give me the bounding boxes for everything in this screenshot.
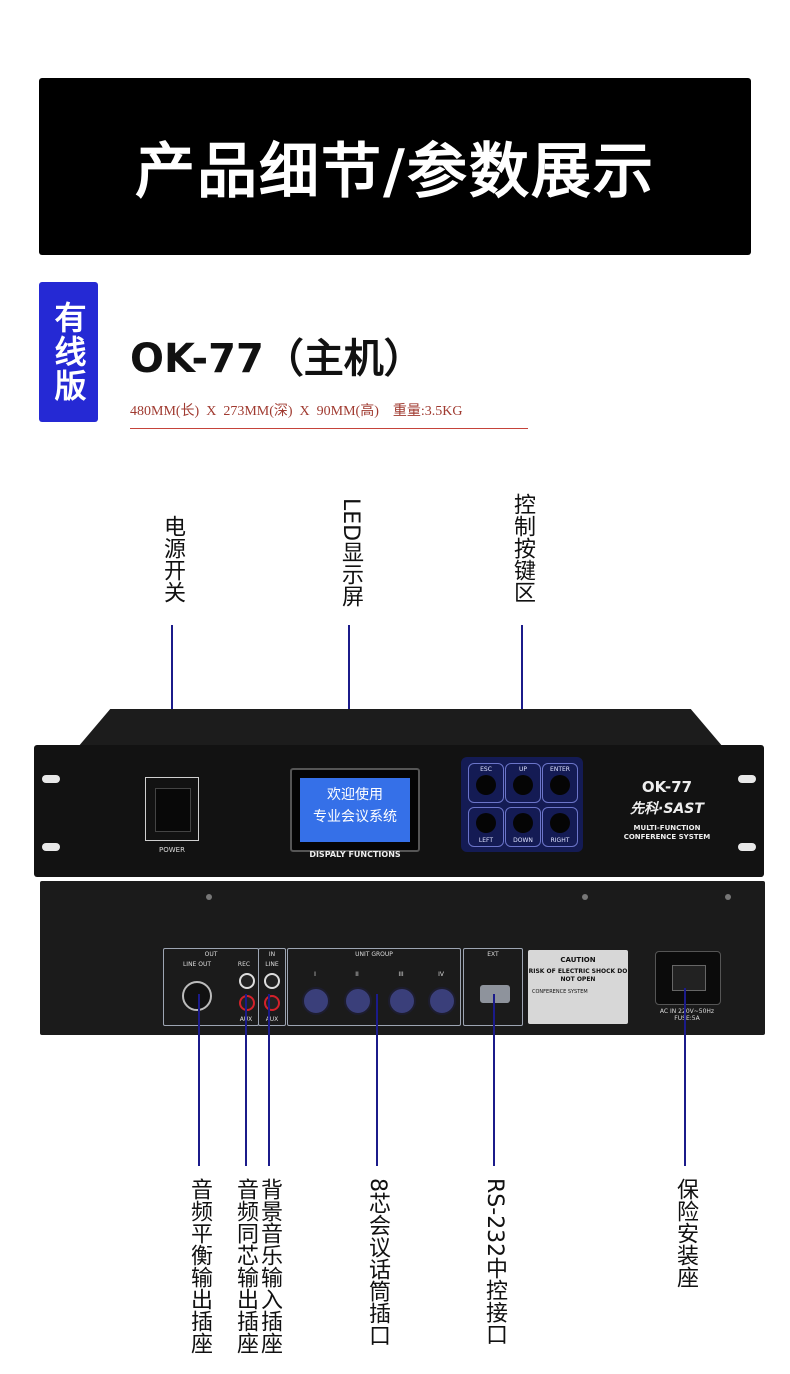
unit-number-3: III bbox=[398, 971, 404, 978]
callout-line-bg-music bbox=[268, 994, 270, 1166]
caution-subtitle: RISK OF ELECTRIC SHOCK DO NOT OPEN bbox=[528, 968, 628, 983]
callout-line-balanced-out bbox=[198, 994, 200, 1166]
out-panel: OUT LINE OUT REC AUX bbox=[163, 948, 259, 1026]
right-key[interactable]: RIGHT bbox=[542, 807, 578, 847]
wired-version-badge: 有线版 bbox=[39, 282, 98, 422]
rack-hole bbox=[738, 843, 756, 851]
power-label: POWER bbox=[159, 846, 185, 854]
unit-number-2: II bbox=[355, 971, 359, 978]
label-power-switch: 电源开关 bbox=[160, 515, 185, 603]
ac-socket[interactable] bbox=[672, 965, 706, 991]
left-key-label: LEFT bbox=[478, 837, 494, 844]
key-button bbox=[513, 813, 533, 833]
lcd-caption: DISPALY FUNCTIONS bbox=[309, 850, 401, 859]
lcd-line-2: 专业会议系统 bbox=[313, 809, 397, 825]
enter-key-label: ENTER bbox=[550, 766, 570, 773]
callout-line-rs232 bbox=[493, 994, 495, 1166]
product-model-title: OK-77（主机） bbox=[130, 336, 424, 382]
label-mic-port: 8芯会议话筒插口 bbox=[365, 1178, 390, 1346]
key-button bbox=[476, 813, 496, 833]
rec-jack-white[interactable] bbox=[239, 973, 255, 989]
xlr-output-jack[interactable] bbox=[182, 981, 212, 1011]
label-control-keys: 控制按键区 bbox=[510, 493, 535, 603]
power-switch-frame: POWER bbox=[145, 777, 199, 854]
brand-desc-line-2: CONFERENCE SYSTEM bbox=[623, 833, 711, 841]
aux-label-2: AUX bbox=[265, 1016, 279, 1023]
rec-label: REC bbox=[237, 961, 251, 968]
ext-title: EXT bbox=[487, 951, 499, 958]
esc-key[interactable]: ESC bbox=[468, 763, 504, 803]
banner-title: 产品细节/参数展示 bbox=[135, 137, 655, 207]
device-top-cover bbox=[78, 709, 723, 747]
rack-hole bbox=[738, 775, 756, 783]
rack-hole bbox=[42, 775, 60, 783]
brand-block: OK-77 先科·SAST MULTI-FUNCTION CONFERENCE … bbox=[612, 778, 722, 842]
unit-group-panel: UNIT GROUP I II III IV bbox=[287, 948, 461, 1026]
down-key-label: DOWN bbox=[513, 837, 533, 844]
product-spec-line: 480MM(长) X 273MM(深) X 90MM(高) 重量:3.5KG bbox=[130, 400, 528, 429]
in-title: IN bbox=[268, 951, 276, 958]
in-panel: IN LINE AUX bbox=[258, 948, 286, 1026]
key-button bbox=[550, 775, 570, 795]
lcd-line-1: 欢迎使用 bbox=[327, 787, 383, 803]
out-title: OUT bbox=[204, 951, 218, 958]
callout-line-fuse bbox=[684, 988, 686, 1166]
mic-port-2[interactable] bbox=[344, 987, 372, 1015]
callout-line-mic-port bbox=[376, 994, 378, 1166]
label-led-display: LED显示屏 bbox=[338, 498, 363, 608]
lcd-screen: 欢迎使用 专业会议系统 bbox=[300, 778, 410, 842]
caution-system: CONFERENCE SYSTEM bbox=[532, 989, 588, 995]
title-banner: 产品细节/参数展示 bbox=[39, 78, 751, 255]
brand-desc-line-1: MULTI-FUNCTION bbox=[633, 824, 701, 832]
line-in-label: LINE bbox=[265, 961, 279, 968]
esc-key-label: ESC bbox=[480, 766, 492, 773]
line-in-jack-red[interactable] bbox=[264, 995, 280, 1011]
label-fuse: 保险安装座 bbox=[673, 1178, 698, 1288]
control-keypad: ESC UP ENTER LEFT DOWN RIGHT bbox=[461, 757, 583, 852]
line-in-jack-white[interactable] bbox=[264, 973, 280, 989]
label-bg-music-in: 背景音乐输入插座 bbox=[257, 1178, 282, 1354]
label-rs232: RS-232中控接口 bbox=[482, 1178, 507, 1346]
unit-group-title: UNIT GROUP bbox=[355, 951, 393, 958]
unit-number-4: IV bbox=[438, 971, 444, 978]
left-key[interactable]: LEFT bbox=[468, 807, 504, 847]
power-switch[interactable] bbox=[155, 788, 191, 832]
right-key-label: RIGHT bbox=[550, 837, 570, 844]
screw bbox=[582, 894, 588, 900]
lcd-display: 欢迎使用 专业会议系统 bbox=[290, 768, 420, 852]
label-balanced-out: 音频平衡输出插座 bbox=[187, 1178, 212, 1354]
key-button bbox=[550, 813, 570, 833]
mic-port-4[interactable] bbox=[428, 987, 456, 1015]
badge-text: 有线版 bbox=[49, 301, 88, 403]
up-key[interactable]: UP bbox=[505, 763, 541, 803]
brand-logo: 先科·SAST bbox=[630, 801, 704, 817]
rec-jack-red[interactable] bbox=[239, 995, 255, 1011]
key-button bbox=[476, 775, 496, 795]
up-key-label: UP bbox=[518, 766, 527, 773]
rack-hole bbox=[42, 843, 60, 851]
screw bbox=[725, 894, 731, 900]
caution-label: CAUTION RISK OF ELECTRIC SHOCK DO NOT OP… bbox=[528, 950, 628, 1024]
unit-number-1: I bbox=[314, 971, 316, 978]
enter-key[interactable]: ENTER bbox=[542, 763, 578, 803]
brand-model: OK-77 bbox=[641, 778, 693, 796]
caution-title: CAUTION bbox=[560, 956, 596, 964]
brand-desc: MULTI-FUNCTION CONFERENCE SYSTEM bbox=[612, 824, 722, 842]
screw bbox=[206, 894, 212, 900]
line-out-label: LINE OUT bbox=[182, 961, 212, 968]
down-key[interactable]: DOWN bbox=[505, 807, 541, 847]
rs232-connector[interactable] bbox=[480, 985, 510, 1003]
label-coaxial-out: 音频同芯输出插座 bbox=[233, 1178, 258, 1354]
callout-line-coaxial-out bbox=[245, 994, 247, 1166]
key-button bbox=[513, 775, 533, 795]
ac-label: AC IN 220V~50Hz FUSE:5A bbox=[659, 1008, 715, 1022]
mic-port-3[interactable] bbox=[388, 987, 416, 1015]
ac-inlet bbox=[655, 951, 721, 1005]
mic-port-1[interactable] bbox=[302, 987, 330, 1015]
